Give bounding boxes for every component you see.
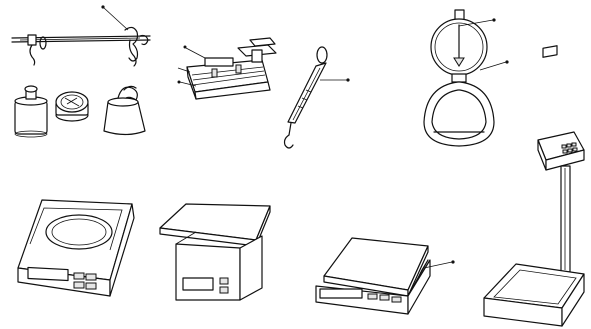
platform-scale-icon xyxy=(484,46,584,326)
spring-scale-icon xyxy=(285,47,350,148)
beam-balance-icon xyxy=(178,38,277,99)
weight-set-icon xyxy=(15,86,145,137)
digital-balance-icon xyxy=(18,200,134,296)
steelyard-balance-icon xyxy=(12,5,150,66)
postal-scale-icon xyxy=(160,204,270,300)
kitchen-scale-icon xyxy=(316,238,455,314)
dial-hanging-scale-icon xyxy=(424,10,509,146)
